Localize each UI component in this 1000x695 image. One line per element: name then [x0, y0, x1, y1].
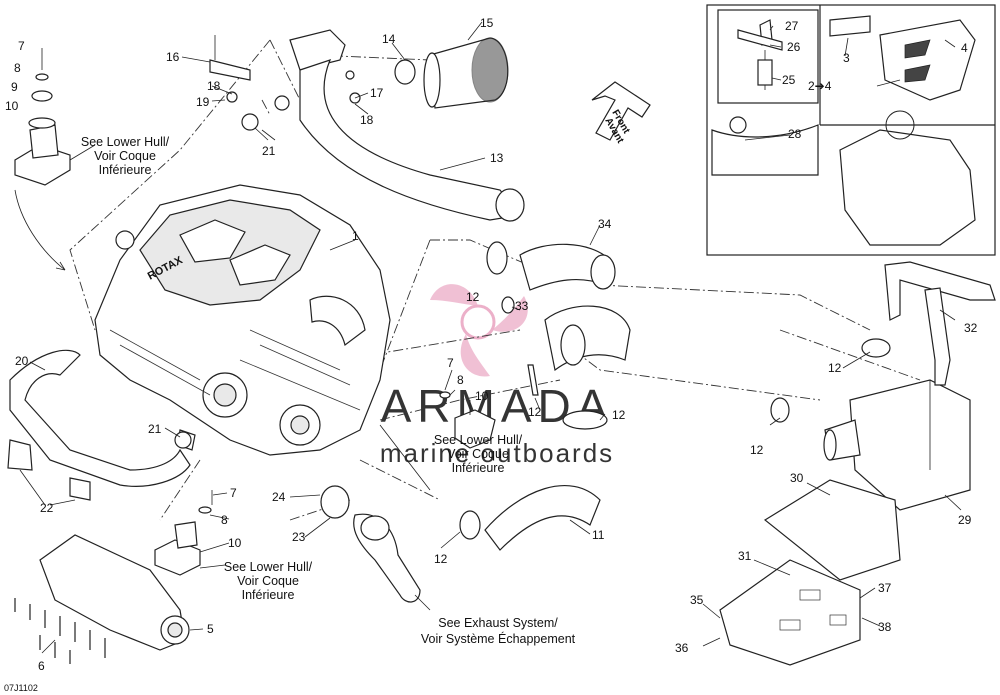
note-lower-hull-a-fr1: Voir Coque — [94, 149, 156, 163]
callout-18a: 18 — [207, 79, 221, 93]
exhaust-manifold — [14, 534, 190, 664]
callout-31: 31 — [738, 549, 752, 563]
callout-19: 19 — [196, 95, 210, 109]
note-lower-hull-a: See Lower Hull/ Voir Coque Inférieure — [81, 135, 170, 177]
note-lower-hull-a-fr2: Inférieure — [99, 163, 152, 177]
callout-23: 23 — [292, 530, 306, 544]
note-lower-hull-b-en: See Lower Hull/ — [434, 433, 523, 447]
callout-12c: 12 — [612, 408, 626, 422]
callout-10b: 10 — [475, 389, 489, 403]
callout-7c: 7 — [230, 486, 237, 500]
callout-34: 34 — [598, 217, 612, 231]
air-intake-group — [209, 29, 525, 222]
note-exhaust-en: See Exhaust System/ — [438, 616, 558, 630]
note-exhaust: See Exhaust System/ Voir Système Échappe… — [421, 616, 576, 646]
callout-18b: 18 — [360, 113, 374, 127]
reference-notes: See Lower Hull/ Voir Coque Inférieure Se… — [81, 135, 576, 646]
callout-1: 1 — [352, 229, 359, 243]
callout-7a: 7 — [18, 39, 25, 53]
callout-37: 37 — [878, 581, 892, 595]
callout-22: 22 — [40, 501, 54, 515]
callout-30: 30 — [790, 471, 804, 485]
callout-12e: 12 — [750, 443, 764, 457]
callout-28: 28 — [788, 127, 802, 141]
callout-9: 9 — [11, 80, 18, 94]
callout-29: 29 — [958, 513, 972, 527]
callout-2to4: 2➔4 — [808, 79, 832, 93]
callout-11: 11 — [592, 528, 605, 542]
callout-labels: 1 2➔4 3 4 5 6 7 7 7 8 8 8 9 10 10 10 11 … — [5, 16, 978, 673]
callout-15: 15 — [480, 16, 494, 30]
callout-12d: 12 — [828, 361, 842, 375]
leader-lines — [19, 21, 962, 654]
callout-25: 25 — [782, 73, 796, 87]
callout-6: 6 — [38, 659, 45, 673]
callout-10c: 10 — [228, 536, 242, 550]
watermark-tagline: marine outboards — [380, 438, 614, 468]
callout-35: 35 — [690, 593, 704, 607]
note-lower-hull-c-fr2: Inférieure — [242, 588, 295, 602]
callout-12g: 33 — [515, 299, 529, 313]
callout-20: 20 — [15, 354, 29, 368]
callout-7b: 7 — [447, 356, 454, 370]
lower-center-parts — [154, 391, 496, 603]
note-lower-hull-c: See Lower Hull/ Voir Coque Inférieure — [224, 560, 313, 602]
callout-3: 3 — [843, 51, 850, 65]
callout-24: 24 — [272, 490, 286, 504]
callout-4: 4 — [961, 41, 968, 55]
callout-26: 26 — [787, 40, 801, 54]
callout-21a: 21 — [262, 144, 276, 158]
callout-17: 17 — [370, 86, 384, 100]
hoses-group — [455, 241, 891, 551]
note-lower-hull-b-fr1: Voir Coque — [447, 447, 509, 461]
note-lower-hull-b-fr2: Inférieure — [452, 461, 505, 475]
callout-8c: 8 — [221, 513, 228, 527]
front-direction-arrow: Front Avant — [591, 81, 651, 146]
callout-12a: 12 — [466, 290, 480, 304]
callout-10a: 10 — [5, 99, 19, 113]
inset-panel — [706, 4, 996, 256]
callout-36: 36 — [675, 641, 689, 655]
callout-38: 38 — [878, 620, 892, 634]
intercooler — [823, 379, 971, 511]
watermark-logo: ARMADA marine outboards — [380, 284, 614, 468]
diagram-code: 07J1102 — [4, 683, 38, 693]
note-lower-hull-b: See Lower Hull/ Voir Coque Inférieure — [434, 433, 523, 475]
note-exhaust-fr: Voir Système Échappement — [421, 631, 576, 646]
heat-shield — [719, 479, 901, 666]
callout-8a: 8 — [14, 61, 21, 75]
callout-8b: 8 — [457, 373, 464, 387]
note-lower-hull-c-fr1: Voir Coque — [237, 574, 299, 588]
callout-32: 32 — [964, 321, 978, 335]
left-side-parts — [7, 48, 196, 501]
callout-13: 13 — [490, 151, 504, 165]
callout-12f: 12 — [434, 552, 448, 566]
engine-assembly: ROTAX — [94, 184, 391, 456]
callout-16: 16 — [166, 50, 180, 64]
note-lower-hull-a-en: See Lower Hull/ — [81, 135, 170, 149]
callout-14: 14 — [382, 32, 396, 46]
callout-21b: 21 — [148, 422, 162, 436]
callout-5: 5 — [207, 622, 214, 636]
callout-27: 27 — [785, 19, 799, 33]
support-bracket — [884, 261, 996, 386]
callout-12b: 12 — [528, 405, 542, 419]
note-lower-hull-c-en: See Lower Hull/ — [224, 560, 313, 574]
